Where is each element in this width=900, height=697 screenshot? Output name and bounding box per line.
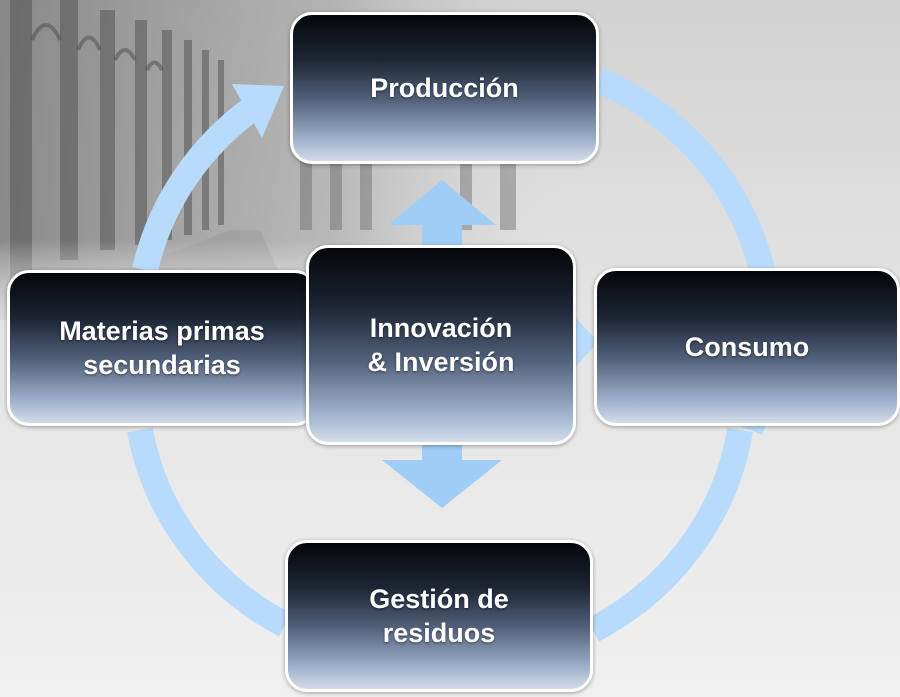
center-arrows bbox=[382, 180, 502, 508]
node-produccion: Producción bbox=[290, 12, 599, 164]
node-gestion-residuos: Gestión de residuos bbox=[285, 540, 593, 692]
arrow-down bbox=[382, 440, 502, 508]
ring-arc-bottom-left bbox=[127, 427, 292, 637]
ring-arc-left bbox=[132, 99, 258, 273]
node-consumo: Consumo bbox=[594, 268, 900, 426]
arrow-up bbox=[388, 180, 496, 250]
ring-arrowhead bbox=[232, 84, 284, 138]
node-label-consumo: Consumo bbox=[684, 332, 810, 362]
node-label-gestion-residuos: Gestión de residuos bbox=[369, 584, 509, 648]
node-label-materias-primas: Materias primas secundarias bbox=[59, 316, 265, 380]
node-label-innovacion-inversion: Innovación & Inversión bbox=[367, 313, 515, 377]
node-materias-primas: Materias primas secundarias bbox=[7, 270, 317, 426]
node-innovacion-inversion: Innovación & Inversión bbox=[306, 245, 576, 445]
ring-arrowhead-right bbox=[576, 318, 598, 366]
ring-arc-bottom-right bbox=[586, 427, 753, 642]
node-label-produccion: Producción bbox=[370, 73, 519, 103]
